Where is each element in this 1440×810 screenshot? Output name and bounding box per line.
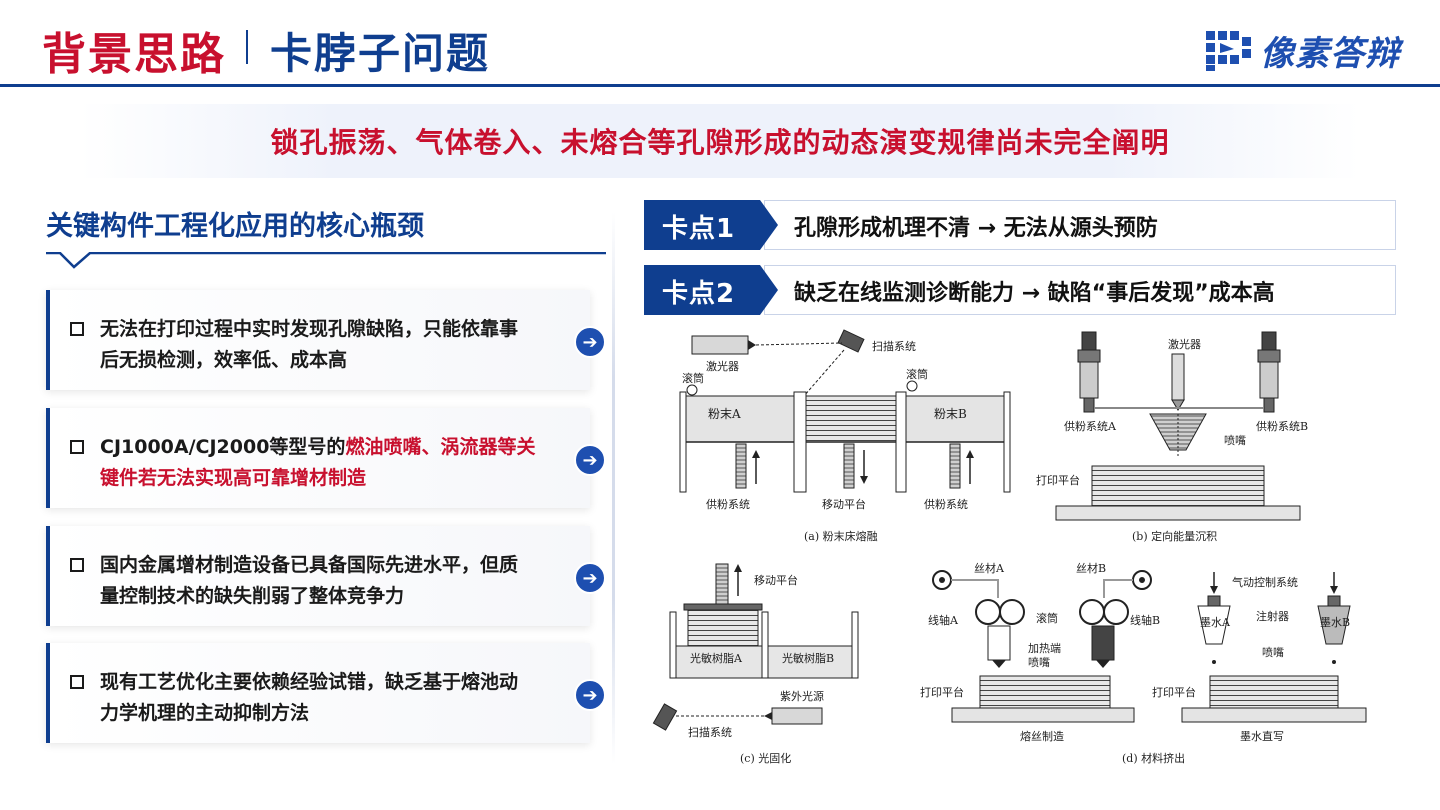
label: 气动控制系统: [1232, 575, 1298, 589]
square-bullet-icon: [70, 675, 84, 689]
label: 移动平台: [754, 573, 798, 587]
label: 光敏树脂A: [690, 651, 743, 665]
label: 注射器: [1256, 609, 1289, 623]
label: 墨水B: [1320, 616, 1350, 629]
label: 打印平台: [1036, 473, 1080, 487]
am-process-diagram: 激光器 扫描系统 滚筒 滚筒 粉末A 粉末B 供粉系统: [644, 326, 1396, 766]
page-subtitle: 卡脖子问题: [270, 29, 491, 78]
card-line: 无法在打印过程中实时发现孔隙缺陷，只能依靠事: [100, 318, 519, 340]
arrow-right-icon[interactable]: ➔: [574, 679, 606, 711]
left-section-title: 关键构件工程化应用的核心瓶颈: [46, 211, 424, 242]
card-text: 无法在打印过程中实时发现孔隙缺陷，只能依靠事 后无损检测，效率低、成本高: [100, 314, 570, 376]
column-separator: [612, 212, 615, 764]
caption: (a) 粉末床熔融: [804, 529, 878, 543]
card-line: CJ1000A/CJ2000等型号的燃油喷嘴、涡流器等关: [100, 432, 570, 463]
panel-a-powder-bed: 激光器 扫描系统 滚筒 滚筒 粉末A 粉末B 供粉系统: [679, 329, 1011, 543]
label: 墨水直写: [1240, 729, 1284, 743]
kadian-box: [764, 200, 1396, 250]
bottleneck-card-4: 现有工艺优化主要依赖经验试错，缺乏基于熔池动 力学机理的主动抑制方法 ➔: [46, 643, 606, 743]
kadian-row-1: 卡点1 孔隙形成机理不清 → 无法从源头预防: [644, 200, 1396, 250]
card-text-highlight: 燃油喷嘴、涡流器等关: [345, 436, 536, 458]
square-bullet-icon: [70, 440, 84, 454]
caption: (c) 光固化: [740, 751, 791, 765]
label: 供粉系统B: [1256, 419, 1308, 433]
banner-text: 锁孔振荡、气体卷入、未熔合等孔隙形成的动态演变规律尚未完全阐明: [270, 126, 1170, 159]
bottleneck-card-3: 国内金属增材制造设备已具备国际先进水平，但质 量控制技术的缺失削弱了整体竞争力 …: [46, 526, 606, 626]
kadian-box: [764, 265, 1396, 315]
label: 滚筒: [906, 367, 928, 381]
kadian-tag-shape: [644, 200, 778, 250]
card-text: CJ1000A/CJ2000等型号的燃油喷嘴、涡流器等关 键件若无法实现高可靠增…: [100, 432, 570, 494]
bottleneck-card-2: CJ1000A/CJ2000等型号的燃油喷嘴、涡流器等关 键件若无法实现高可靠增…: [46, 408, 606, 508]
label: 紫外光源: [780, 689, 824, 703]
label: 喷嘴: [1028, 656, 1050, 669]
label: 线轴A: [928, 613, 959, 627]
card-text-highlight: 键件若无法实现高可靠增材制造: [100, 467, 367, 489]
label: 激光器: [1168, 337, 1201, 351]
label: 扫描系统: [872, 339, 916, 353]
panel-c-sla: 移动平台 光敏树脂A 光敏树脂B 紫外光源 扫描系统 (c) 光固化: [652, 563, 859, 765]
label: 加热端: [1028, 642, 1061, 655]
label: 滚筒: [682, 371, 704, 385]
label: 喷嘴: [1224, 434, 1246, 447]
label: 熔丝制造: [1020, 729, 1064, 743]
powder-bin-b: [905, 395, 1007, 443]
label: 供粉系统: [706, 497, 750, 511]
diagram-svg: 激光器 扫描系统 滚筒 滚筒 粉末A 粉末B 供粉系统: [652, 329, 1367, 765]
arrow-right-icon[interactable]: ➔: [574, 444, 606, 476]
label: 光敏树脂B: [782, 651, 834, 665]
label: 打印平台: [1152, 685, 1196, 699]
label: 粉末A: [708, 407, 741, 421]
label: 打印平台: [920, 685, 964, 699]
label: 粉末B: [934, 407, 967, 421]
kadian-text: 孔隙形成机理不清 → 无法从源头预防: [794, 216, 1158, 241]
label: 线轴B: [1130, 613, 1160, 627]
header-rule: [0, 84, 1440, 87]
label: 激光器: [706, 359, 739, 373]
label: 丝材B: [1076, 561, 1106, 575]
card-line: 后无损检测，效率低、成本高: [100, 349, 348, 371]
laser-icon: [691, 335, 749, 355]
pixel-logo-icon: [1206, 30, 1251, 71]
label: 供粉系统: [924, 497, 968, 511]
label: 喷嘴: [1262, 646, 1284, 659]
header: 背景思路 卡脖子问题 像素答辩: [0, 0, 1440, 87]
kadian-row-2: 卡点2 缺乏在线监测诊断能力 → 缺陷“事后发现”成本高: [644, 265, 1396, 315]
card-line: 力学机理的主动抑制方法: [100, 702, 310, 724]
kadian-tag: 卡点1: [662, 214, 736, 244]
brand-name: 像素答辩: [1260, 34, 1400, 74]
powder-bin-a: [683, 395, 795, 443]
caption: (d) 材料挤出: [1122, 751, 1185, 765]
panel-d-extrusion: 丝材A 丝材B 线轴A 线轴B 滚筒 加热端 喷嘴 打印平台 熔丝制造: [920, 561, 1367, 765]
label: 移动平台: [822, 497, 866, 511]
caption: (b) 定向能量沉积: [1132, 529, 1217, 543]
label: 墨水A: [1200, 616, 1231, 629]
label: 供粉系统A: [1064, 419, 1117, 433]
panel-b-ded: 激光器 供粉系统A 供粉系统B 喷嘴 打印平台 (b) 定向能量沉积: [1036, 331, 1308, 543]
label: 扫描系统: [688, 725, 732, 739]
build-bin: [805, 395, 897, 443]
key-problem-banner: 锁孔振荡、气体卷入、未熔合等孔隙形成的动态演变规律尚未完全阐明: [80, 104, 1360, 178]
card-text: 现有工艺优化主要依赖经验试错，缺乏基于熔池动 力学机理的主动抑制方法: [100, 667, 570, 729]
kadian-text: 缺乏在线监测诊断能力 → 缺陷“事后发现”成本高: [794, 281, 1275, 306]
card-line: 国内金属增材制造设备已具备国际先进水平，但质: [100, 554, 519, 576]
bottleneck-card-1: 无法在打印过程中实时发现孔隙缺陷，只能依靠事 后无损检测，效率低、成本高 ➔: [46, 290, 606, 390]
arrow-right-icon[interactable]: ➔: [574, 326, 606, 358]
scanner-icon: [837, 329, 865, 353]
card-text-normal: CJ1000A/CJ2000等型号的: [100, 436, 346, 458]
title-divider: [246, 30, 248, 64]
title-underline-decoration: [46, 252, 606, 269]
card-line: 量控制技术的缺失削弱了整体竞争力: [100, 585, 405, 607]
arrow-right-icon[interactable]: ➔: [574, 562, 606, 594]
square-bullet-icon: [70, 322, 84, 336]
card-line: 现有工艺优化主要依赖经验试错，缺乏基于熔池动: [100, 671, 519, 693]
kadian-tag-shape: [644, 265, 778, 315]
kadian-tag: 卡点2: [662, 279, 736, 309]
card-text: 国内金属增材制造设备已具备国际先进水平，但质 量控制技术的缺失削弱了整体竞争力: [100, 550, 570, 612]
square-bullet-icon: [70, 558, 84, 572]
label: 丝材A: [974, 561, 1005, 575]
brand: 像素答辩: [1206, 26, 1400, 75]
page-title: 背景思路: [42, 29, 226, 80]
label: 滚筒: [1036, 611, 1058, 625]
